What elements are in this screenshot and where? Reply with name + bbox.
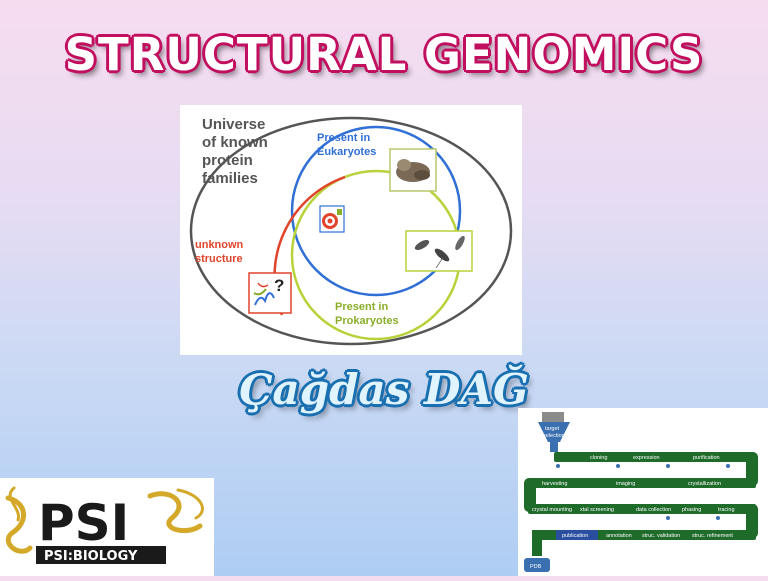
stage-struc-refinement: struc. refinement (692, 533, 733, 539)
unknown-label-line: structure (195, 253, 243, 265)
eukaryotes-circle (290, 125, 462, 297)
prokaryote-image (405, 230, 473, 272)
subtitle-band (36, 546, 166, 564)
stage-expression: expression (633, 455, 660, 461)
author-name: Çağdas DAĞ (239, 365, 529, 414)
target-selection-label: target selection (543, 426, 565, 439)
pipe-row-2 (528, 478, 756, 488)
stage-data-collection: data collection (636, 507, 671, 513)
publication-segment (556, 530, 598, 540)
universe-ellipse (189, 116, 513, 346)
stage-imaging: imaging (616, 481, 635, 487)
eukaryotes-label: Present in Eukaryotes (317, 132, 376, 158)
venn-diagram-figure: Universe of known protein families Prese… (180, 105, 522, 355)
stage-annotation: annotation (606, 533, 632, 539)
universe-label-line: families (202, 170, 258, 187)
target-icon (319, 205, 345, 233)
stage-struc-validation: struc. validation (642, 533, 680, 539)
stage-tracing: tracing (718, 507, 735, 513)
droplet-icons (556, 464, 730, 520)
prokaryotes-label-line: Prokaryotes (335, 315, 399, 327)
psi-logo-text: PSI (38, 494, 129, 552)
venn-diagram-svg: Universe of known protein families Prese… (189, 116, 513, 346)
psi-biology-logo: PSI PSI:BIOLOGY (0, 478, 214, 576)
psi-logo-subtitle: PSI:BIOLOGY (44, 549, 138, 564)
eukaryote-image (389, 148, 437, 192)
pipe-row-3 (528, 504, 756, 514)
stage-purification: purification (693, 455, 720, 461)
stage-phasing: phasing (682, 507, 701, 513)
universe-label-line: Universe (202, 116, 265, 133)
stage-harvesting: harvesting (542, 481, 567, 487)
pdb-label: PDB (530, 564, 542, 570)
question-mark: ? (274, 276, 284, 295)
eukaryotes-label-line: Eukaryotes (317, 146, 376, 158)
unknown-structure-label: unknown structure (195, 239, 246, 265)
pdb-database-icon (524, 558, 550, 572)
stage-publication: publication (562, 533, 588, 539)
helix-right-icon (147, 491, 203, 533)
pipeline-svg: target selection cloning expression puri… (524, 412, 758, 572)
stage-crystallization: crystallization (688, 481, 721, 487)
pipeline-diagram: target selection cloning expression puri… (518, 408, 768, 576)
universe-label: Universe of known protein families (202, 116, 272, 187)
universe-label-line: protein (202, 152, 253, 169)
pipe-row-1 (554, 452, 754, 462)
unknown-label-line: unknown (195, 239, 244, 251)
universe-label-line: of known (202, 134, 268, 151)
eukaryotes-label-line: Present in (317, 132, 370, 144)
slide-title: STRUCTURAL GENOMICS (64, 28, 704, 81)
prokaryotes-label-line: Present in (335, 301, 388, 313)
unknown-structure-image: ? (248, 272, 292, 314)
stage-crystal-mounting: crystal mounting (532, 507, 572, 513)
stage-xtal-screening: xtal screening (580, 507, 614, 513)
helix-left-icon (5, 495, 33, 554)
prokaryotes-label: Present in Prokaryotes (335, 301, 399, 327)
stage-cloning: cloning (590, 455, 607, 461)
funnel-icon (538, 412, 570, 452)
psi-logo-svg: PSI PSI:BIOLOGY (5, 486, 204, 564)
